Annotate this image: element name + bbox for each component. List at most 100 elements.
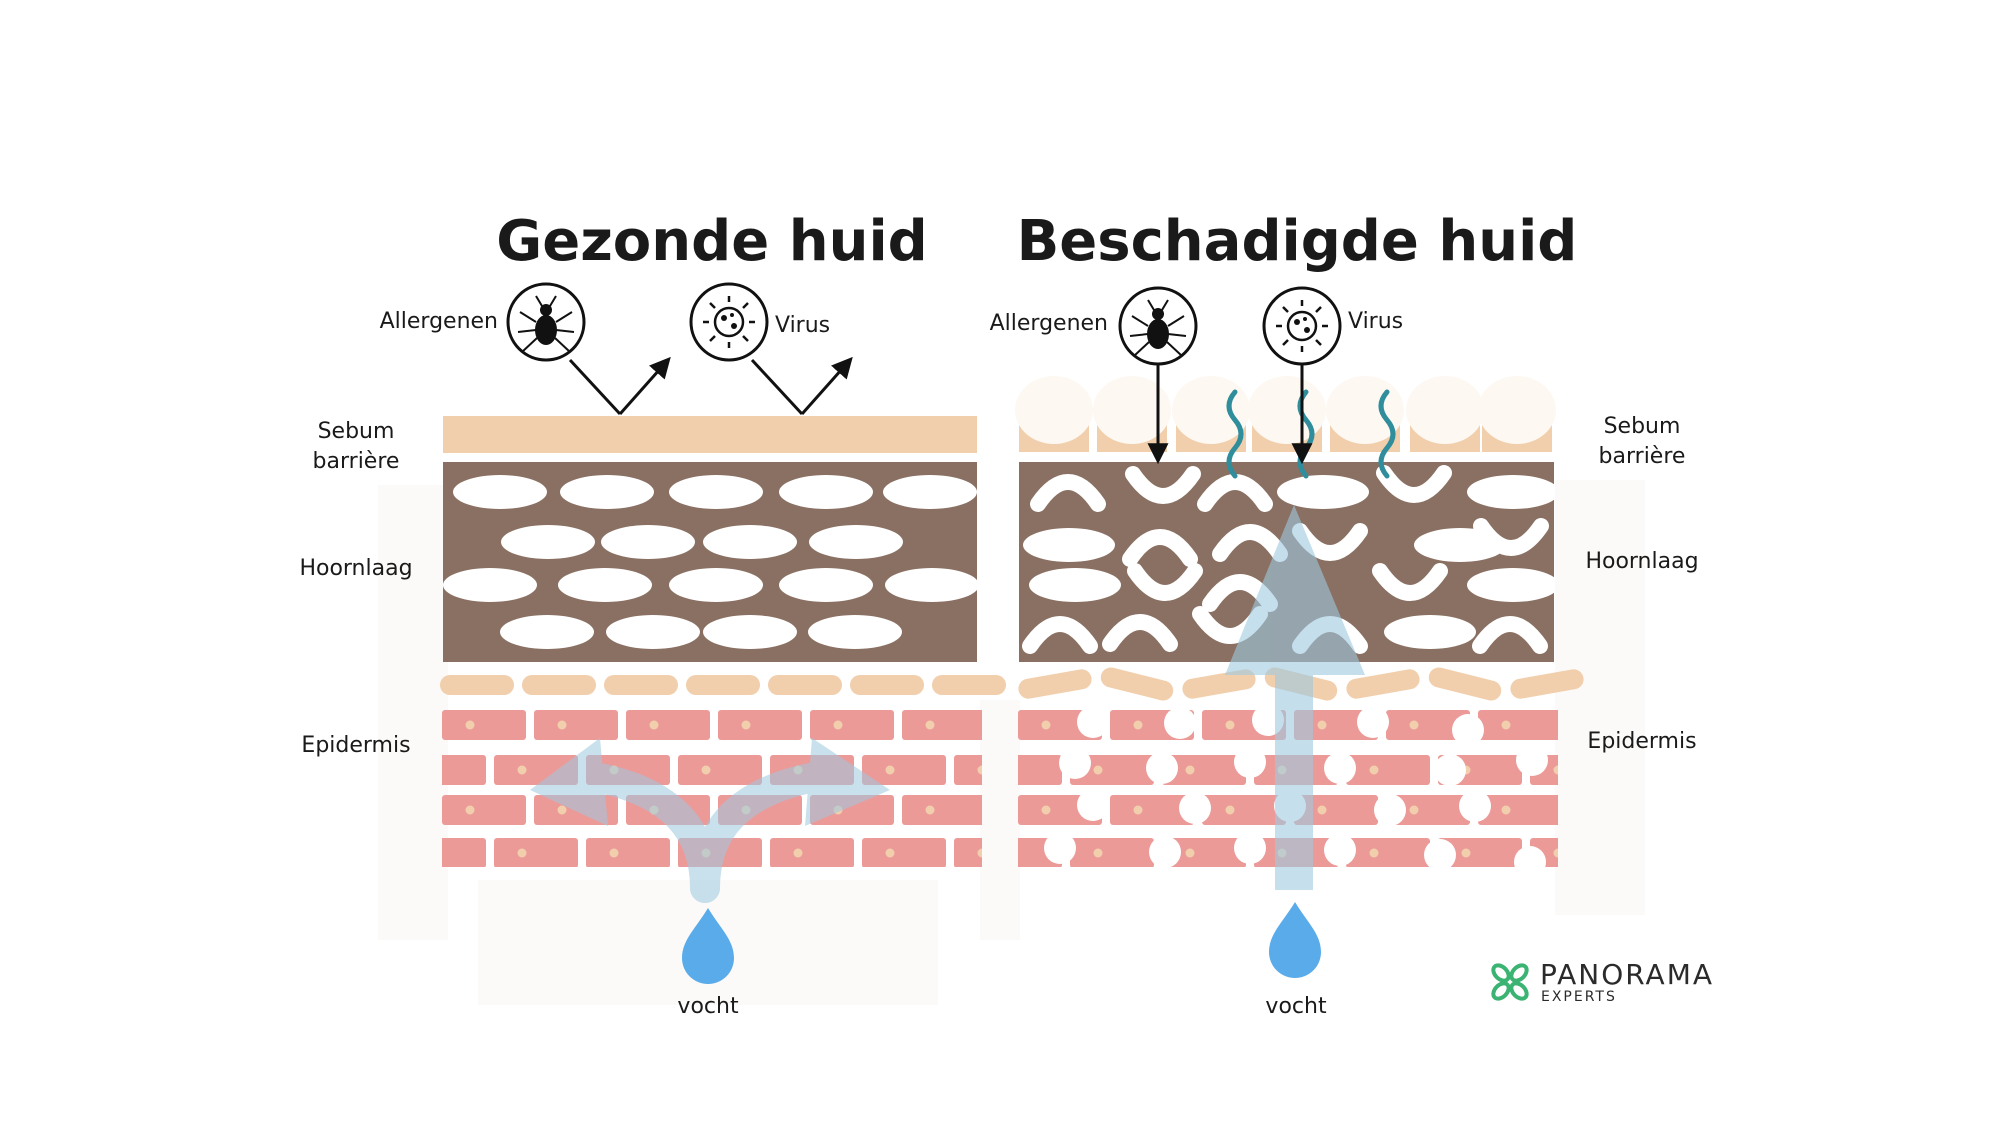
epidermis-cell [810, 710, 894, 740]
moisture-label: vocht [677, 994, 739, 1019]
intercellular-gap [1452, 714, 1484, 746]
healthy-skin-panel: Allergenen Virus vocht [380, 282, 1006, 1019]
horny-cell [703, 615, 797, 649]
flattened-cell [1182, 669, 1256, 699]
sebum-label-left-2: barrière [313, 449, 400, 474]
epidermis-cell [1202, 795, 1286, 825]
epidermis-cell [1386, 795, 1470, 825]
flattened-cell [850, 675, 924, 695]
flattened-cell [1018, 669, 1092, 699]
broken-horny-cell [1473, 518, 1549, 556]
horny-cell [443, 568, 537, 602]
sebum-gap [1093, 376, 1171, 444]
cell-nucleus [1553, 848, 1558, 858]
cell-nucleus [465, 720, 475, 730]
flattened-cell [1428, 667, 1502, 701]
sebum-barrier-layer [443, 416, 977, 453]
epidermis-cell [442, 710, 526, 740]
sebum-gap [1406, 376, 1484, 444]
sebum-gap [1015, 376, 1093, 444]
epidermis-cell [1294, 795, 1378, 825]
cell-nucleus [741, 720, 751, 730]
horny-cell [885, 568, 978, 602]
horny-cell [500, 615, 594, 649]
horny-cell [703, 525, 797, 559]
cell-nucleus [465, 805, 475, 815]
epidermis-cell [442, 795, 526, 825]
moisture-drop-icon [682, 908, 734, 984]
flattened-cell [768, 675, 842, 695]
left-layer-labels: Sebum barrière Hoornlaag Epidermis [299, 419, 412, 758]
sebum-label-right-2: barrière [1599, 444, 1686, 469]
allergen-label: Allergenen [380, 309, 498, 334]
flattened-cells-row-damaged [1018, 667, 1584, 701]
epidermis-cell [626, 710, 710, 740]
moisture-label-damaged: vocht [1265, 994, 1327, 1019]
allergen-icon-damaged [1118, 286, 1198, 366]
intercellular-gap [1077, 789, 1109, 821]
horny-cell [1277, 475, 1369, 509]
intercellular-gap [1234, 746, 1266, 778]
virus-label: Virus [775, 313, 830, 338]
flattened-cell [440, 675, 514, 695]
flattened-cell [1100, 667, 1174, 701]
horny-label-right: Hoornlaag [1585, 549, 1698, 574]
cell-nucleus [885, 848, 895, 858]
cell-nucleus [649, 720, 659, 730]
cell-nucleus [977, 765, 982, 775]
cell-nucleus [517, 765, 527, 775]
logo-mark-icon [1491, 963, 1529, 1001]
intercellular-gap [1146, 752, 1178, 784]
sebum-gap [1172, 376, 1250, 444]
broken-horny-cell [1472, 616, 1548, 654]
cell-nucleus [609, 848, 619, 858]
horny-cell [669, 475, 763, 509]
epidermis-label-right: Epidermis [1587, 729, 1696, 754]
intercellular-gap [1324, 752, 1356, 784]
intercellular-gap [1514, 846, 1546, 867]
cell-nucleus [1317, 805, 1327, 815]
flattened-cell [522, 675, 596, 695]
cell-nucleus [557, 720, 567, 730]
healthy-skin-title: Gezonde huid [496, 209, 927, 274]
epidermis-cell [1162, 755, 1246, 785]
epidermis-cell [1346, 755, 1430, 785]
horny-cell [883, 475, 977, 509]
horny-cell [1023, 528, 1115, 562]
intercellular-gap [1077, 706, 1109, 738]
epidermis-cell [862, 838, 946, 867]
cell-nucleus [925, 720, 935, 730]
epidermis-cell [902, 795, 982, 825]
moisture-escape-arrow [1225, 505, 1365, 890]
epidermis-cell [954, 838, 982, 867]
broken-horny-cell [1030, 474, 1106, 512]
intercellular-gap [1516, 744, 1548, 776]
epidermis-cell [718, 710, 802, 740]
intercellular-gap [1459, 790, 1491, 822]
epidermis-cell [1478, 795, 1558, 825]
sebum-label-right: Sebum [1604, 414, 1681, 439]
cell-nucleus [517, 848, 527, 858]
epidermis-cell [902, 710, 982, 740]
cell-nucleus [1225, 720, 1235, 730]
cell-nucleus [1369, 765, 1379, 775]
epidermis-cell [442, 838, 486, 867]
cell-nucleus [701, 765, 711, 775]
epidermis-cell [1070, 838, 1154, 867]
flattened-cell [686, 675, 760, 695]
sebum-gap [1478, 376, 1556, 444]
horny-cell [606, 615, 700, 649]
intercellular-gap [1357, 706, 1389, 738]
cell-nucleus [1093, 848, 1103, 858]
cell-nucleus [1133, 805, 1143, 815]
epidermis-cell [534, 710, 618, 740]
allergen-label-damaged: Allergenen [990, 311, 1108, 336]
epidermis-cell [1110, 795, 1194, 825]
epidermis-cell [954, 755, 982, 785]
cell-nucleus [1041, 720, 1051, 730]
logo-sub: EXPERTS [1541, 989, 1617, 1005]
flattened-cell [1510, 669, 1584, 699]
intercellular-gap [1149, 836, 1181, 867]
intercellular-gap [1374, 794, 1406, 826]
